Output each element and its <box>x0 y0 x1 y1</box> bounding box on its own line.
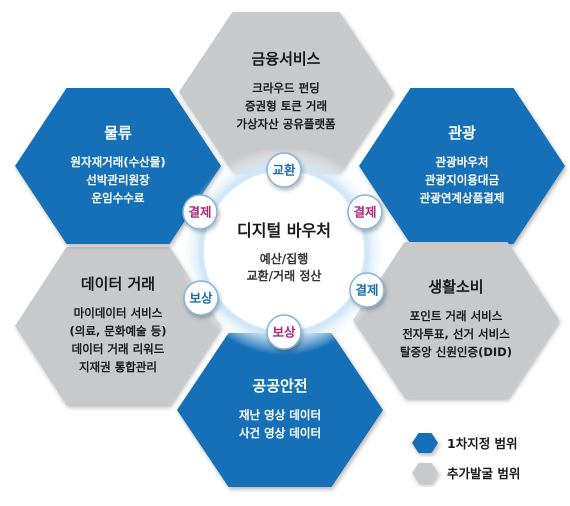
hexagon-logistics-line: 원자재거래(수산물) <box>70 155 165 169</box>
hexagon-consumer-line: 탈중앙 신원인증(DID) <box>400 345 512 359</box>
hexagon-data-trade-line: 데이터 거래 리워드 <box>72 342 165 356</box>
hexagon-consumer-title: 생활소비 <box>428 278 483 296</box>
hexagon-public-safety-shape <box>177 333 383 487</box>
legend-item-blue: 1차지정 범위 <box>412 433 518 453</box>
connector-bubble-label: 보상 <box>272 325 296 340</box>
center-disc <box>204 171 364 331</box>
connector-bubble-lower-right: 결제 <box>349 272 385 308</box>
hexagon-public-safety-line: 사건 영상 데이터 <box>239 426 321 440</box>
connector-bubble-label: 교환 <box>272 163 296 178</box>
legend-item-gray: 추가발굴 범위 <box>412 463 520 483</box>
hexagon-logistics-title: 물류 <box>104 124 132 142</box>
hexagon-consumer-shape <box>353 242 559 398</box>
connector-bubble-top: 교환 <box>266 152 302 188</box>
hexagon-tourism-shape <box>359 88 565 244</box>
connector-bubble-circle <box>266 152 302 188</box>
hexagon-logistics-line: 선박관리원장 <box>86 173 150 187</box>
connector-bubble-circle <box>183 280 219 316</box>
connector-bubble-label: 결제 <box>353 205 376 220</box>
center-title: 디지털 바우처 <box>237 221 331 240</box>
hexagon-consumer-line: 포인트 거래 서비스 <box>410 309 503 323</box>
connector-bubble-label: 보상 <box>189 291 213 306</box>
hexagon-finance-line: 가상자산 공유플랫폼 <box>236 117 336 131</box>
hexagon-logistics-line: 운임수수료 <box>92 191 145 205</box>
center-line: 예산/집행 <box>260 251 309 266</box>
connector-bubble-circle <box>347 194 383 230</box>
connector-bubble-lower-left: 보상 <box>183 280 219 316</box>
connector-bubble-circle <box>266 314 302 350</box>
connector-bubble-label: 결제 <box>188 205 211 220</box>
hexagon-public-safety-title: 공공안전 <box>252 377 307 395</box>
hexagon-finance-title: 금융서비스 <box>251 50 320 68</box>
hexagon-data-trade-line: (의료, 문화예술 등) <box>70 324 167 338</box>
hexagon-tourism-line: 관광연계상품결제 <box>420 191 505 205</box>
legend-label: 1차지정 범위 <box>447 436 518 451</box>
hexagon-tourism-line: 관광바우처 <box>436 155 489 169</box>
hexagon-logistics-shape <box>15 88 221 244</box>
connector-bubble-upper-left: 결제 <box>182 194 218 230</box>
hexagon-data-trade-title: 데이터 거래 <box>81 275 155 293</box>
hexagon-finance-line: 증권형 토큰 거래 <box>245 99 327 113</box>
hexagon-tourism-title: 관광 <box>448 124 476 142</box>
connector-bubble-label: 결제 <box>355 283 378 298</box>
legend-label: 추가발굴 범위 <box>447 466 520 481</box>
hexagon-finance-line: 크라우드 펀딩 <box>252 81 319 95</box>
hexagon-public-safety-line: 재난 영상 데이터 <box>239 408 321 422</box>
hexagon-tourism-line: 관광지이용대금 <box>425 173 499 187</box>
connector-bubble-upper-right: 결제 <box>347 194 383 230</box>
connector-bubble-circle <box>182 194 218 230</box>
center-line: 교환/거래 정산 <box>247 268 322 283</box>
legend-swatch-blue <box>412 433 438 453</box>
legend-swatch-gray <box>412 463 438 483</box>
hexagon-data-trade-shape <box>15 247 221 405</box>
hexagon-consumer-line: 전자투표, 선거 서비스 <box>402 327 510 341</box>
hexagon-finance-shape <box>179 12 393 172</box>
hexagon-data-trade-line: 지재권 통합관리 <box>79 360 157 374</box>
connector-bubble-bottom: 보상 <box>266 314 302 350</box>
connector-bubble-circle <box>349 272 385 308</box>
hexagon-data-trade-line: 마이데이터 서비스 <box>74 306 163 320</box>
